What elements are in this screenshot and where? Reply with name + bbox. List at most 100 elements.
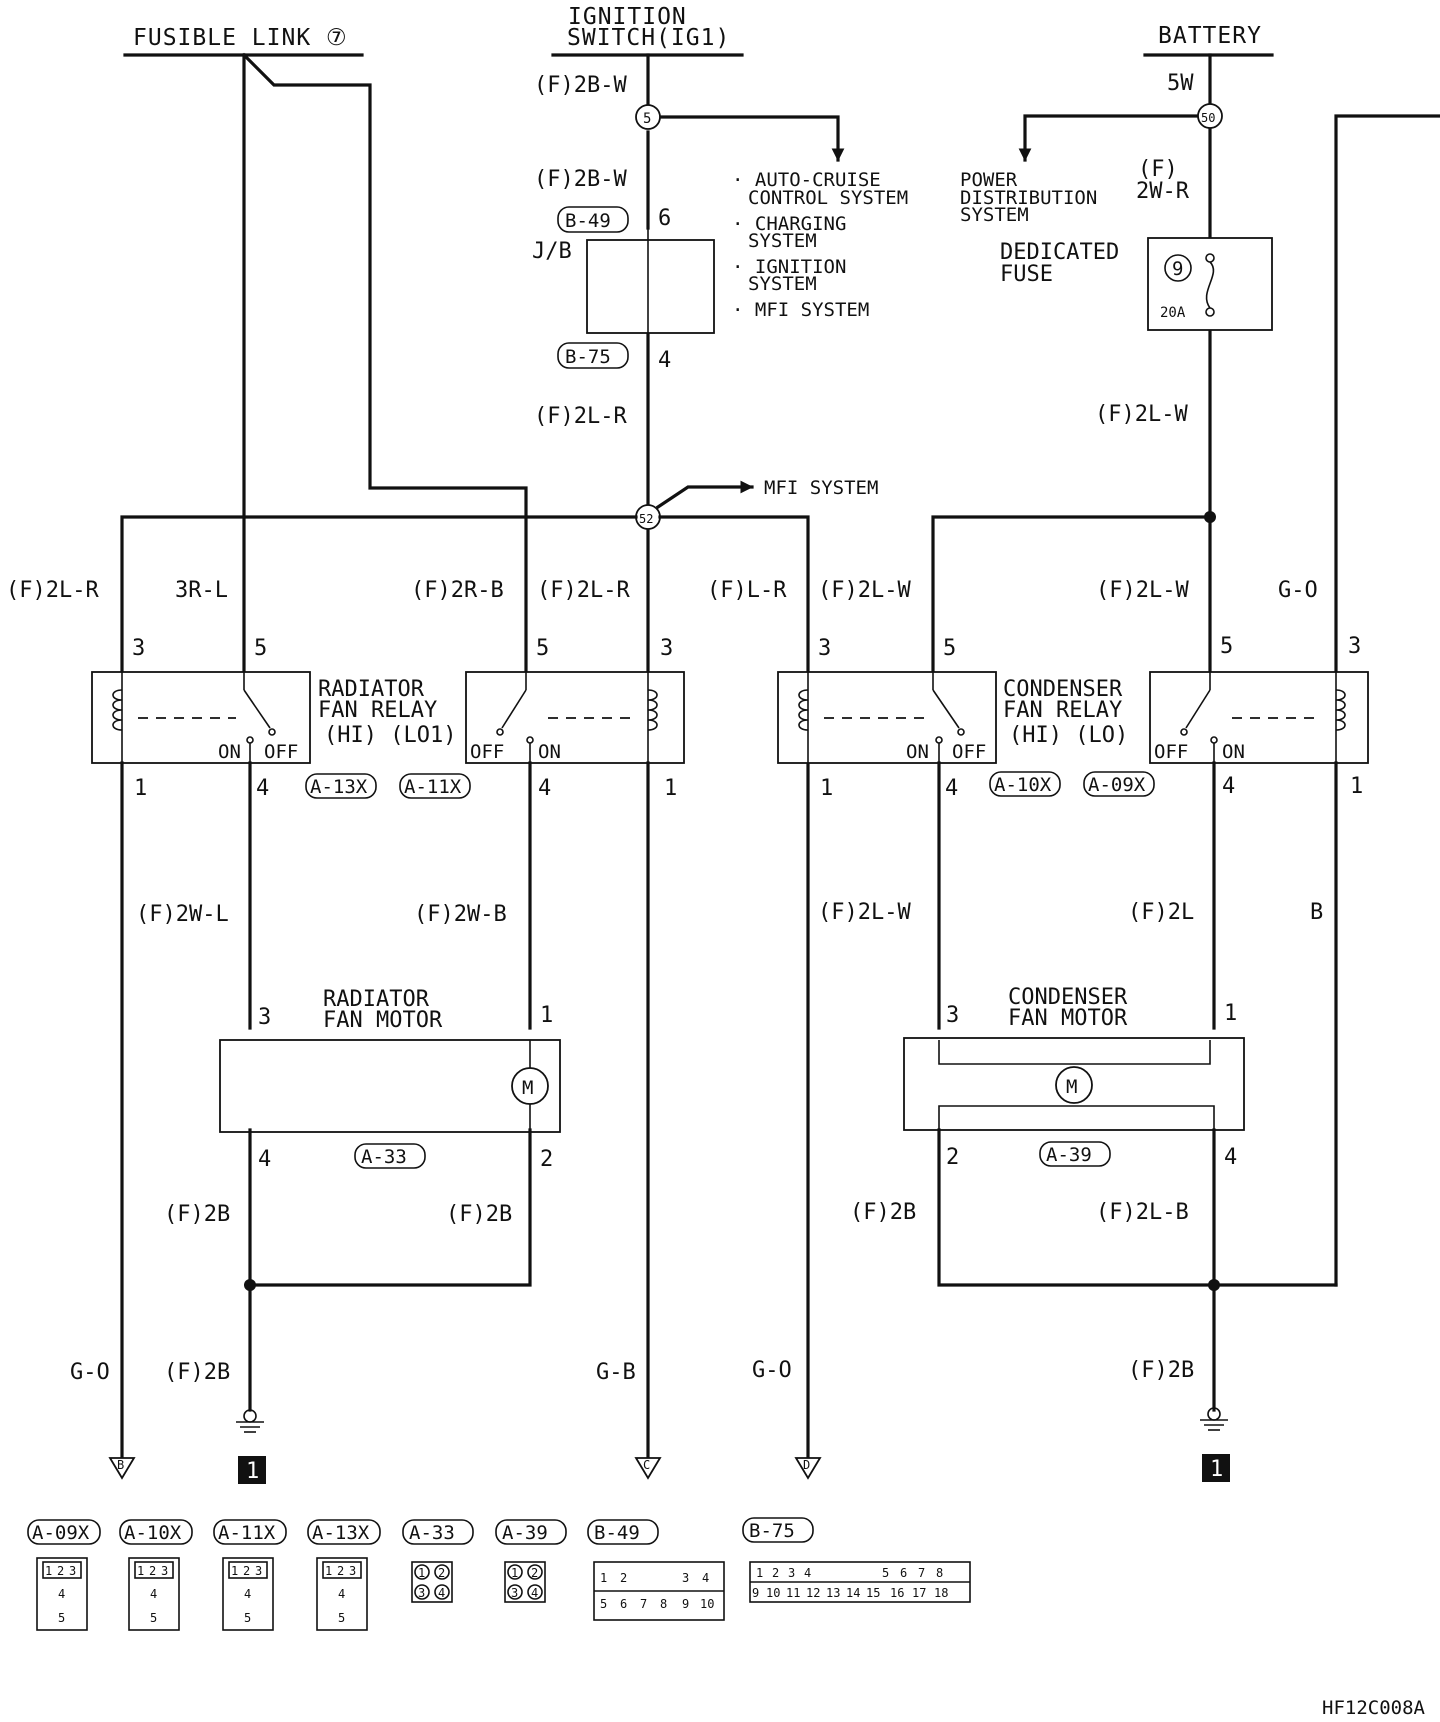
condenser-motor-connector: A-39 (1046, 1144, 1092, 1166)
connector-legend: A-09X 1 2 3 4 5 A-10X 1 2 3 4 5 A-11X (27, 1517, 971, 1631)
svg-text:(HI) (LO1): (HI) (LO1) (324, 723, 456, 748)
svg-text:3: 3 (682, 1571, 689, 1585)
wire-label-ig-2bw-top: (F)2B-W (534, 73, 627, 98)
wire-label-ig-2lr: (F)2L-R (534, 404, 627, 429)
battery-branch: 50 5W (F) 2W-R (F)2L-W POWER DISTRIBUTIO… (960, 53, 1223, 674)
svg-text:DISTRIBUTION: DISTRIBUTION (960, 187, 1097, 209)
svg-text:7: 7 (918, 1566, 925, 1580)
svg-text:1: 1 (540, 1003, 553, 1028)
svg-text:OFF: OFF (952, 741, 986, 763)
svg-text:3: 3 (1348, 634, 1361, 659)
ignition-label-1: IGNITION (568, 4, 687, 30)
svg-text:5: 5 (1220, 634, 1233, 659)
source-battery: BATTERY (1143, 23, 1274, 57)
svg-text:1: 1 (756, 1566, 763, 1580)
connector-a-11x: A-11X 1 2 3 4 5 (213, 1519, 287, 1631)
svg-text:5: 5 (943, 636, 956, 661)
svg-text:6: 6 (658, 206, 671, 231)
connector-a-33: A-33 1 2 3 4 (402, 1519, 474, 1603)
svg-text:3: 3 (161, 1564, 168, 1578)
svg-text:(F)2W-L: (F)2W-L (136, 902, 229, 927)
svg-text:16: 16 (890, 1586, 904, 1600)
svg-text:7: 7 (640, 1597, 647, 1611)
svg-text:3R-L: 3R-L (175, 578, 228, 603)
ground-wire-labels: (F)2B (F)2B (F)2B (F)2L-B (164, 1200, 1189, 1227)
svg-text:· IGNITION: · IGNITION (732, 256, 846, 278)
svg-text:FAN RELAY: FAN RELAY (1003, 698, 1122, 723)
svg-text:3: 3 (818, 636, 831, 661)
condenser-relay-hi: ON OFF 3 5 1 4 (777, 636, 997, 801)
svg-text:ON: ON (1222, 741, 1245, 763)
svg-text:(F)L-R: (F)L-R (707, 578, 787, 603)
svg-text:1: 1 (418, 1566, 425, 1580)
svg-text:(F)2W-B: (F)2W-B (414, 902, 507, 927)
svg-text:5: 5 (536, 636, 549, 661)
radiator-relay-connector-hi: A-13X (310, 776, 368, 798)
svg-text:1: 1 (45, 1564, 52, 1578)
svg-text:ON: ON (906, 741, 929, 763)
ignition-system-list: · AUTO-CRUISE CONTROL SYSTEM · CHARGING … (732, 169, 908, 321)
svg-text:5: 5 (338, 1611, 345, 1625)
svg-text:4: 4 (1222, 774, 1235, 799)
junction-5: 5 (635, 104, 661, 130)
svg-text:1: 1 (1350, 774, 1363, 799)
svg-text:2: 2 (540, 1147, 553, 1172)
fusible-link-wires (241, 52, 528, 674)
svg-text:1: 1 (820, 776, 833, 801)
motor-symbol: M (1066, 1076, 1077, 1098)
ignition-label-2: SWITCH(IG1) (567, 25, 730, 51)
terminal-d: D (794, 1457, 822, 1480)
relay-input-wire-labels: (F)2L-R 3R-L (F)2R-B (F)2L-R (F)L-R (F)2… (6, 578, 1318, 603)
svg-text:2: 2 (337, 1564, 344, 1578)
svg-text:(F)2L-W: (F)2L-W (818, 578, 911, 603)
svg-text:14: 14 (846, 1586, 860, 1600)
svg-text:3: 3 (255, 1564, 262, 1578)
svg-text:4: 4 (658, 348, 671, 373)
svg-text:5: 5 (254, 636, 267, 661)
svg-text:3: 3 (349, 1564, 356, 1578)
svg-text:2: 2 (946, 1145, 959, 1170)
svg-text:ON: ON (218, 741, 241, 763)
svg-text:2: 2 (149, 1564, 156, 1578)
condenser-relay-lo: OFF ON 5 3 4 1 (1149, 634, 1369, 799)
svg-text:1: 1 (231, 1564, 238, 1578)
svg-text:3: 3 (511, 1586, 518, 1600)
svg-text:(F)2L-R: (F)2L-R (537, 578, 630, 603)
svg-text:2: 2 (438, 1566, 445, 1580)
wire-label-2wr: 2W-R (1136, 179, 1190, 204)
svg-text:5: 5 (600, 1597, 607, 1611)
svg-text:SYSTEM: SYSTEM (960, 204, 1029, 226)
svg-text:11: 11 (786, 1586, 800, 1600)
svg-text:2: 2 (243, 1564, 250, 1578)
wire-label-bat-2lw: (F)2L-W (1095, 402, 1188, 427)
svg-text:10: 10 (766, 1586, 780, 1600)
svg-text:4: 4 (1224, 1145, 1237, 1170)
figure-code: HF12C008A (1322, 1697, 1426, 1719)
ground-symbol-left: 1 (236, 1409, 266, 1484)
svg-text:SYSTEM: SYSTEM (748, 273, 817, 295)
svg-text:3: 3 (258, 1005, 271, 1030)
svg-text:17: 17 (912, 1586, 926, 1600)
motor-symbol: M (522, 1077, 533, 1099)
svg-text:FAN MOTOR: FAN MOTOR (323, 1008, 443, 1033)
svg-text:SYSTEM: SYSTEM (748, 230, 817, 252)
svg-text:(F)2L-W: (F)2L-W (818, 900, 911, 925)
connector-b-49: B-49 1 2 3 4 5 6 7 8 9 10 (587, 1519, 725, 1621)
svg-text:2: 2 (57, 1564, 64, 1578)
radiator-relay-connector-lo: A-11X (404, 776, 462, 798)
svg-text:10: 10 (700, 1597, 714, 1611)
svg-text:A-39: A-39 (502, 1522, 548, 1544)
jb-connector-bottom: B-75 (565, 346, 611, 368)
svg-text:8: 8 (660, 1597, 667, 1611)
svg-text:(F)2L-W: (F)2L-W (1096, 578, 1189, 603)
svg-text:2: 2 (620, 1571, 627, 1585)
svg-text:3: 3 (788, 1566, 795, 1580)
svg-text:OFF: OFF (1154, 741, 1188, 763)
radiator-relay-lo: OFF ON 5 3 4 1 (465, 636, 685, 801)
ignition-branch: 5 52 (F)2B-W (F)2B-W (F)2L-R MFI SYSTEM (534, 53, 878, 674)
battery-label: BATTERY (1158, 23, 1262, 49)
top-bus (120, 114, 1440, 1460)
svg-text:· MFI SYSTEM: · MFI SYSTEM (732, 299, 869, 321)
svg-text:· CHARGING: · CHARGING (732, 213, 846, 235)
